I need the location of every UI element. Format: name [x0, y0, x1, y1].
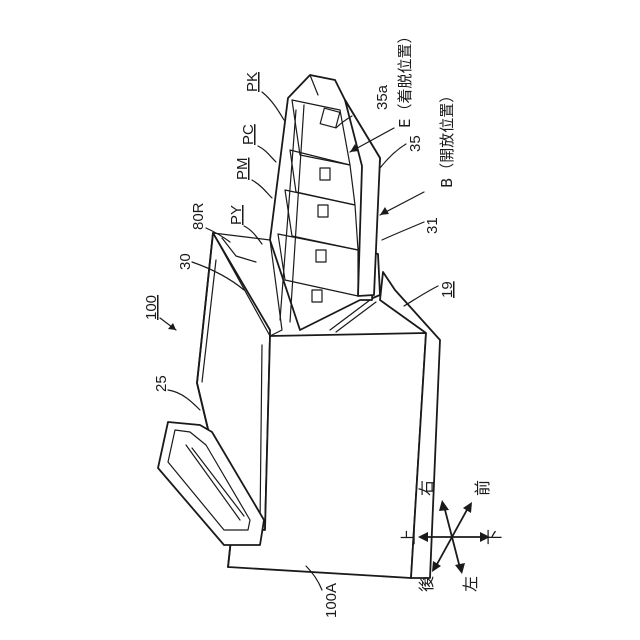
arrow-back: [432, 561, 441, 572]
dir-label-left: 左: [461, 576, 480, 592]
label-80R: 80R: [190, 202, 207, 230]
leader-31: [382, 222, 424, 240]
arrow-right: [439, 500, 449, 511]
label-PC: PC: [240, 124, 257, 145]
label-B-open-position: B（開放位置）: [438, 88, 456, 188]
label-35a: 35a: [374, 84, 391, 110]
label-PK: PK: [244, 72, 261, 92]
label-PM: PM: [234, 158, 251, 181]
dir-label-right: 右: [417, 480, 436, 496]
leader-PK: [262, 92, 284, 120]
leader-PC: [258, 146, 276, 162]
leader-PM: [252, 180, 272, 198]
dir-label-back: 後: [417, 576, 436, 592]
leader-PY: [244, 226, 262, 244]
leader-19: [404, 286, 438, 306]
leader-100-arrowhead: [168, 323, 176, 330]
label-30: 30: [177, 253, 194, 270]
label-PY: PY: [228, 205, 245, 225]
arrow-left: [455, 563, 465, 574]
cartridge-tray: [270, 75, 380, 330]
label-E-attach-position: E（着脱位置）: [396, 29, 414, 128]
label-25: 25: [153, 375, 170, 392]
dir-label-up: 上: [399, 529, 418, 545]
leader-35: [380, 144, 406, 168]
label-35: 35: [407, 135, 424, 152]
label-31: 31: [424, 217, 441, 234]
label-100A: 100A: [323, 583, 340, 618]
label-100: 100: [143, 295, 160, 320]
label-19: 19: [439, 281, 456, 298]
leader-25: [168, 390, 200, 410]
arrow-front: [463, 502, 472, 513]
dir-label-down: 下: [485, 529, 504, 545]
dir-label-front: 前: [473, 480, 492, 496]
